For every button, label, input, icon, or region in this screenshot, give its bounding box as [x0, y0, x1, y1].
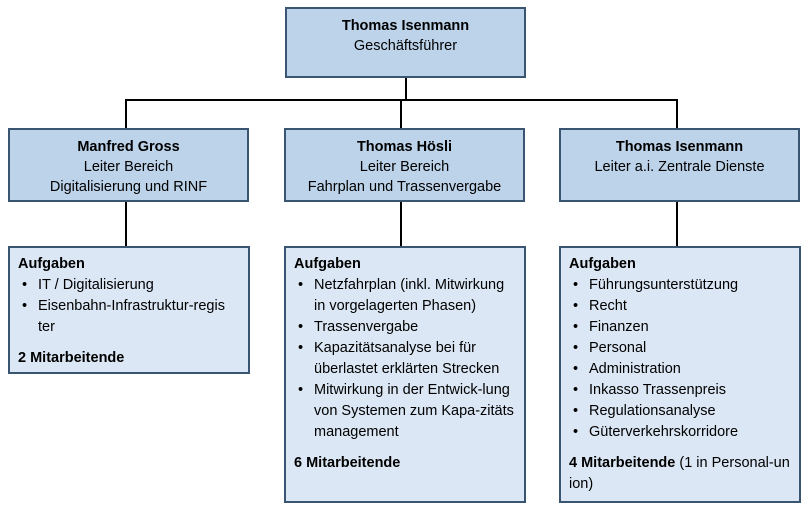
ceo-box: Thomas Isenmann Geschäftsführer — [285, 7, 526, 78]
task-item: Recht — [569, 296, 791, 317]
staff-count-label: 6 Mitarbeitende — [294, 455, 401, 471]
task-item: Personal — [569, 338, 791, 359]
connector-mid-task — [400, 201, 402, 247]
task-item: Finanzen — [569, 317, 791, 338]
task-list: Netzfahrplan (inkl. Mitwirkung in vorgel… — [294, 275, 516, 443]
task-item: Mitwirkung in der Entwick-lung von Syste… — [294, 380, 516, 443]
task-item-text: Eisenbahn-Infrastruktur-register — [38, 298, 225, 335]
tasks-box-fahrplan: Aufgaben Netzfahrplan (inkl. Mitwirkung … — [284, 246, 526, 503]
task-item: Regulationsanalyse — [569, 401, 791, 422]
task-item: Administration — [569, 359, 791, 380]
unit-role-line: Leiter a.i. Zentrale Dienste — [594, 159, 765, 175]
unit-role-line: Leiter Bereich — [83, 159, 174, 175]
connector-left-task — [125, 201, 127, 247]
connector-mid-down — [400, 99, 402, 129]
task-item: IT / Digitalisierung — [18, 275, 240, 296]
task-item: Eisenbahn-Infrastruktur-register — [18, 296, 240, 338]
task-item: Netzfahrplan (inkl. Mitwirkung in vorgel… — [294, 275, 516, 317]
ceo-name: Thomas Isenmann — [341, 18, 470, 34]
task-item: Güterverkehrskorridore — [569, 422, 791, 443]
staff-count: 2 Mitarbeitende — [18, 348, 240, 369]
task-item: Trassenvergabe — [294, 317, 516, 338]
task-list: Führungsunterstützung Recht Finanzen Per… — [569, 275, 791, 443]
tasks-title: Aufgaben — [569, 256, 636, 272]
connector-top-vertical — [405, 77, 407, 100]
staff-note: (1 in Personal-union) — [569, 455, 790, 492]
unit-box-digital: Manfred Gross Leiter Bereich Digitalisie… — [8, 128, 249, 202]
unit-name: Manfred Gross — [77, 139, 180, 155]
staff-count-label: 2 Mitarbeitende — [18, 350, 125, 366]
task-item: Inkasso Trassenpreis — [569, 380, 791, 401]
unit-box-zentrale-dienste: Thomas Isenmann Leiter a.i. Zentrale Die… — [559, 128, 800, 202]
tasks-box-zentrale-dienste: Aufgaben Führungsunterstützung Recht Fin… — [559, 246, 801, 503]
connector-right-down — [676, 99, 678, 129]
task-item: Kapazitätsanalyse bei für überlastet erk… — [294, 338, 516, 380]
tasks-title: Aufgaben — [294, 256, 361, 272]
unit-role-line: Digitalisierung und RINF — [49, 179, 208, 195]
unit-name: Thomas Isenmann — [615, 139, 744, 155]
staff-count: 4 Mitarbeitende (1 in Personal-union) — [569, 453, 791, 495]
staff-count-label: 4 Mitarbeitende — [569, 455, 676, 471]
connector-right-task — [676, 201, 678, 247]
connector-left-down — [125, 99, 127, 129]
tasks-title: Aufgaben — [18, 256, 85, 272]
task-list: IT / Digitalisierung Eisenbahn-Infrastru… — [18, 275, 240, 338]
ceo-role: Geschäftsführer — [353, 38, 458, 54]
task-item: Führungsunterstützung — [569, 275, 791, 296]
staff-count: 6 Mitarbeitende — [294, 453, 516, 474]
tasks-box-digital: Aufgaben IT / Digitalisierung Eisenbahn-… — [8, 246, 250, 374]
unit-name: Thomas Hösli — [356, 139, 453, 155]
unit-box-fahrplan: Thomas Hösli Leiter Bereich Fahrplan und… — [284, 128, 525, 202]
unit-role-line: Fahrplan und Trassenvergabe — [307, 179, 502, 195]
unit-role-line: Leiter Bereich — [359, 159, 450, 175]
